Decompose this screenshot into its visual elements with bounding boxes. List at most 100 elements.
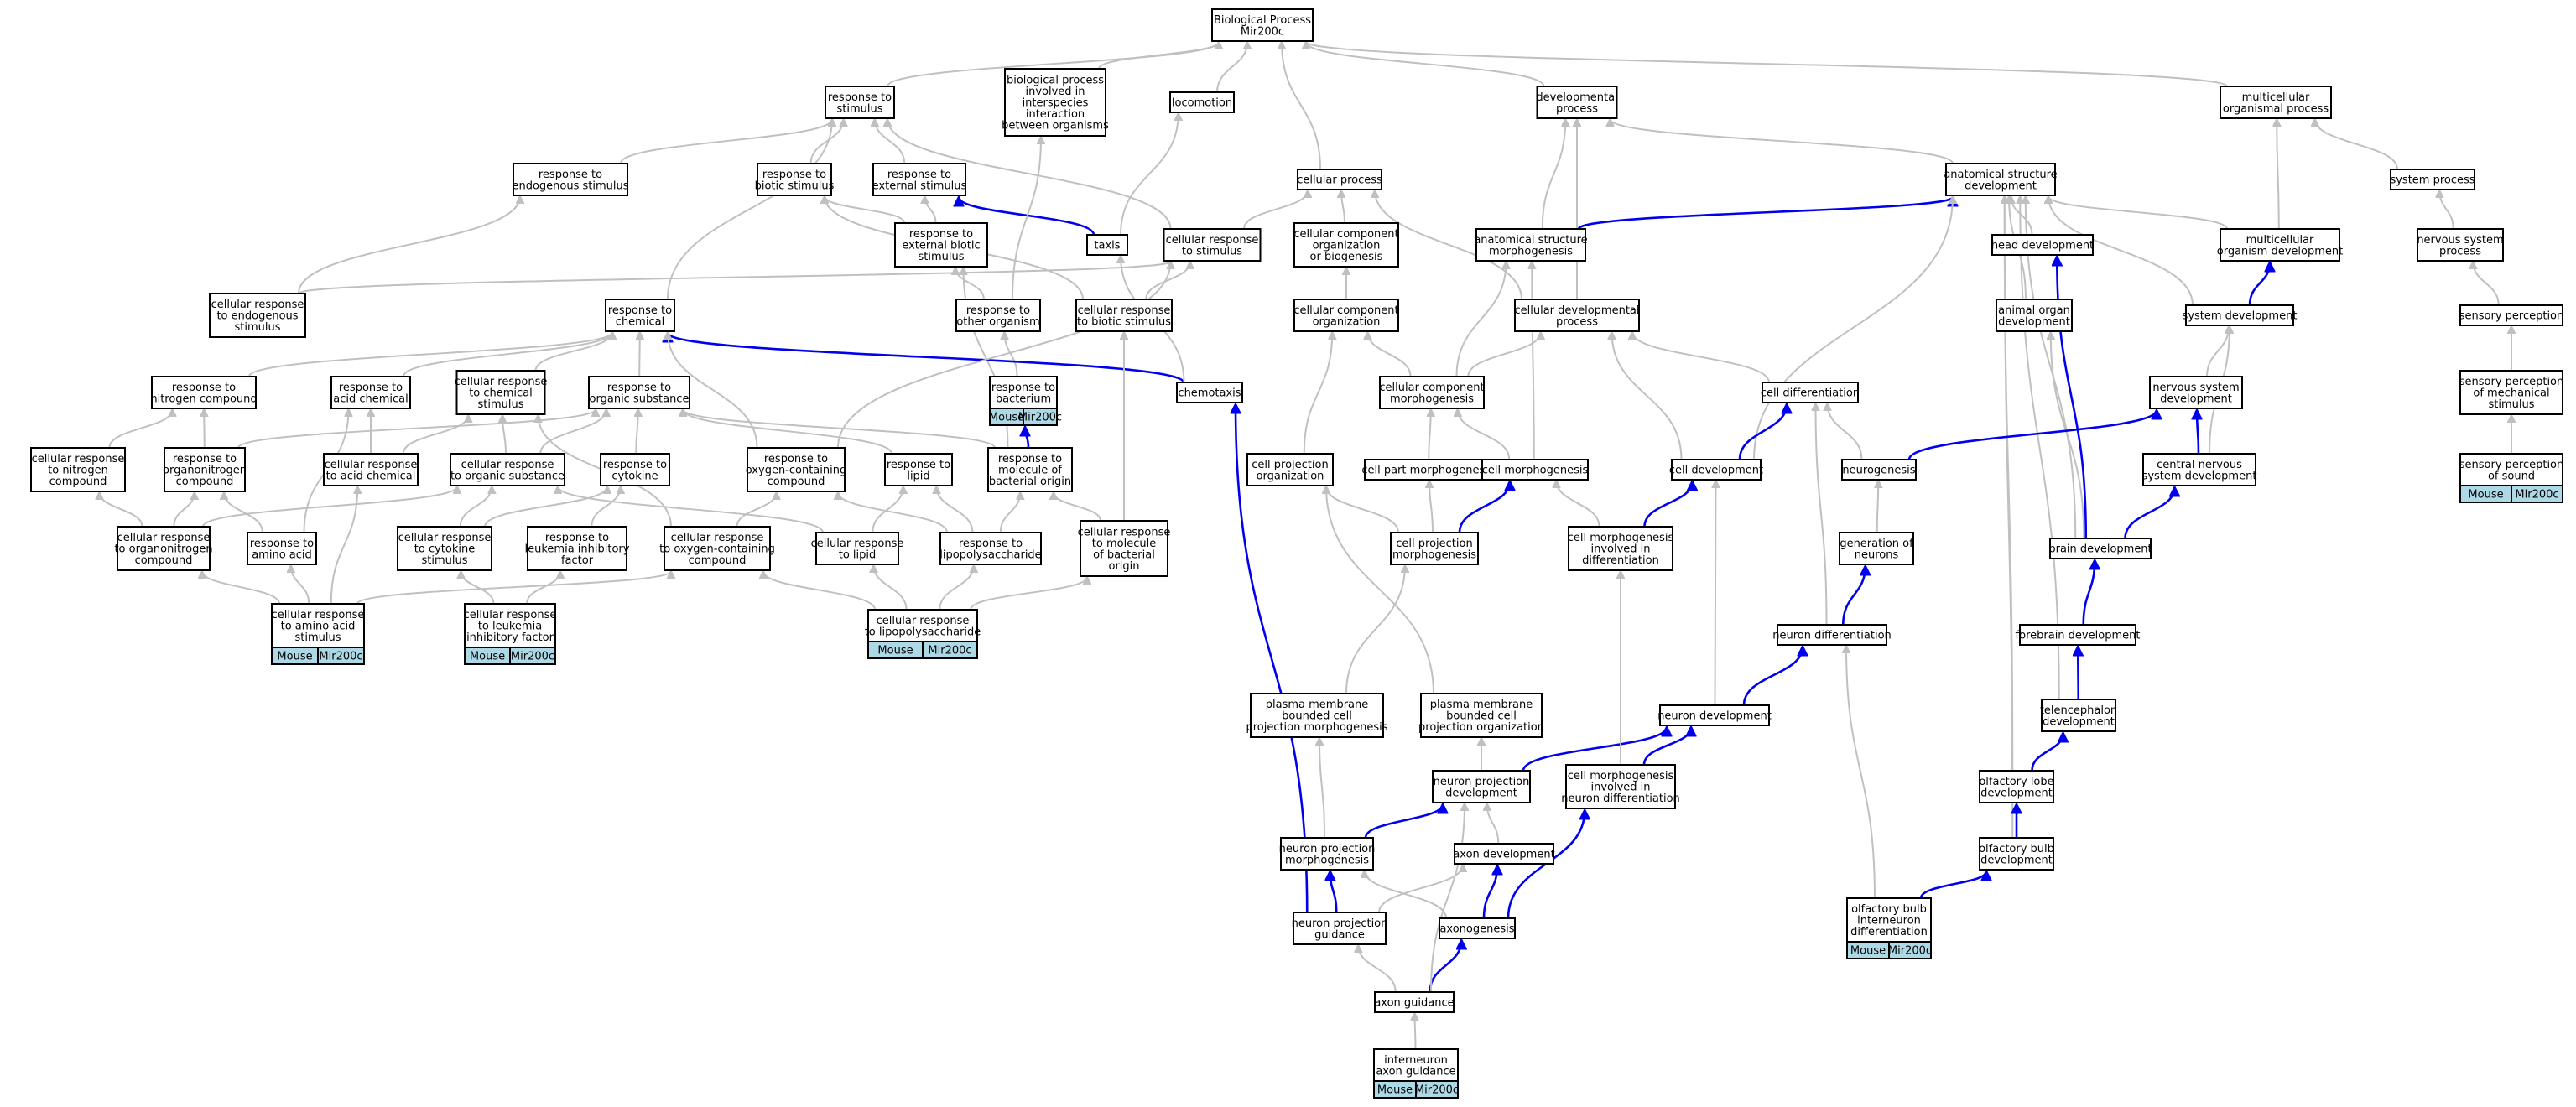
node-sensperc[interactable]: sensory perception [2459,304,2564,326]
node-axondev[interactable]: axon development [1453,843,1555,865]
node-axonogen[interactable]: axonogenesis [1439,917,1516,939]
node-headdev[interactable]: head development [1991,234,2094,256]
node-braindev[interactable]: brain development [2048,538,2152,559]
edge-cramino-to-cracid [330,486,358,605]
node-label-line: guidance [1314,928,1365,941]
edge-cracid-to-crchem [402,415,469,455]
node-taxis[interactable]: taxis [1086,234,1128,256]
node-neurdev[interactable]: neuron development [1657,704,1772,726]
node-obid[interactable]: olfactory bulbinterneurondifferentiation… [1846,897,1932,959]
node-axguide[interactable]: axon guidance [1374,991,1455,1013]
edge-crorg-to-crchem [502,415,506,455]
node-label-line: stimulus [2488,398,2534,411]
node-celldev[interactable]: cell development [1669,459,1763,481]
node-celldiff[interactable]: cell differentiation [1761,382,1860,403]
node-forebrain[interactable]: forebrain development [2016,624,2141,646]
node-label-line: of mechanical [2473,387,2549,400]
edge-rlps-to-roxy [838,492,948,533]
node-neurogen[interactable]: neurogenesis [1841,459,1917,481]
node-box [1439,917,1516,939]
edge-roxy-to-rchem [668,332,758,449]
node-loco[interactable]: locomotion [1169,91,1235,113]
node-sysproc[interactable]: system process [2390,169,2475,190]
node-cellproc[interactable]: cellular process [1297,169,1382,190]
node-label-line: compound [176,476,234,488]
edge-cramino-to-croxy [356,571,671,605]
edge-cdp-to-cellproc [1375,190,1522,300]
node-label-line: morphogenesis [1392,548,1476,561]
node-neurdiff[interactable]: neuron differentiation [1772,624,1892,646]
node-cellmorph[interactable]: cell morphogenesis [1481,459,1589,481]
node-cpartm[interactable]: cell part morphogenesis [1361,459,1494,481]
node-sysdev[interactable]: system development [2183,304,2298,326]
node-box [1293,299,1399,332]
node-chemotaxis[interactable]: chemotaxis [1176,382,1243,403]
